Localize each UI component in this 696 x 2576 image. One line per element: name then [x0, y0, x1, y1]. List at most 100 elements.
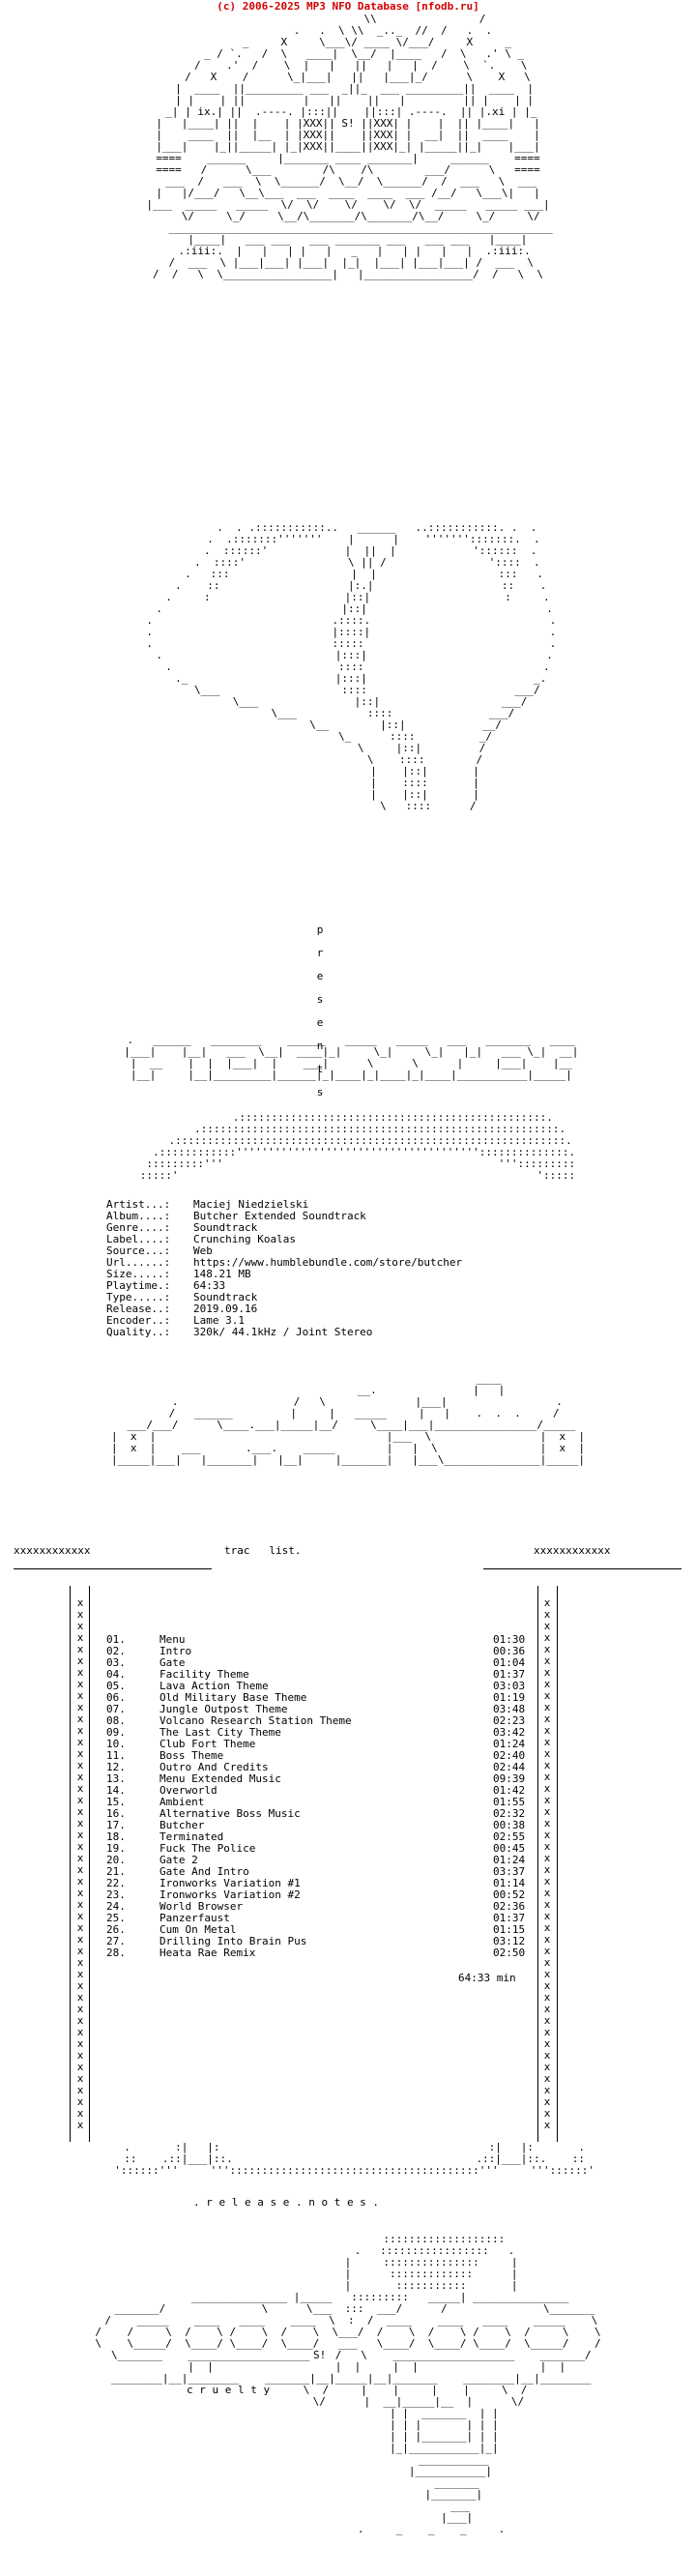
track-title: Lava Action Theme: [160, 1680, 269, 1692]
info-key: Encoder..:: [106, 1314, 171, 1327]
info-row: Playtime.:64:33: [106, 1280, 462, 1292]
track-number: 12.: [106, 1761, 126, 1773]
info-value: Soundtrack: [193, 1221, 258, 1234]
track-title: Old Military Base Theme: [160, 1691, 307, 1704]
track-time: 01:19: [493, 1691, 526, 1704]
track-row: 06. Old Military Base Theme 01:19: [106, 1692, 532, 1704]
frame-line: [483, 1568, 682, 1569]
info-row: Release..:2019.09.16: [106, 1303, 462, 1315]
info-row: Source...:Web: [106, 1245, 462, 1257]
info-value: Butcher Extended Soundtrack: [193, 1210, 366, 1222]
track-time: 02:55: [493, 1830, 526, 1843]
ascii-art-presents-banner: . ______ ________ ______ _____ _____ ___…: [124, 1035, 579, 1081]
track-number: 21.: [106, 1865, 126, 1878]
presents-letter: e: [316, 1016, 324, 1029]
track-number: 22.: [106, 1877, 126, 1889]
track-row: 21. Gate And Intro 03:37: [106, 1866, 532, 1878]
track-number: 13.: [106, 1772, 126, 1785]
info-row: Artist...: Maciej Niedzielski: [106, 1199, 462, 1211]
track-number: 02.: [106, 1645, 126, 1657]
track-title: Overworld: [160, 1784, 218, 1797]
track-time: 00:38: [493, 1819, 526, 1831]
tracklist-heading: trac list.: [224, 1544, 302, 1557]
frame-line: [537, 1586, 538, 2142]
track-time: 03:42: [493, 1726, 526, 1739]
info-row: Type.....:Soundtrack: [106, 1292, 462, 1303]
track-number: 14.: [106, 1784, 126, 1797]
track-time: 01:24: [493, 1738, 526, 1750]
track-title: Club Fort Theme: [160, 1738, 256, 1750]
track-row: 13. Menu Extended Music 09:39: [106, 1773, 532, 1785]
info-value: 320k/ 44.1kHz / Joint Stereo: [193, 1326, 373, 1338]
track-time: 02:36: [493, 1900, 526, 1913]
track-time: 01:37: [493, 1912, 526, 1924]
track-title: Fuck The Police: [160, 1842, 256, 1855]
info-key: Artist...:: [106, 1198, 171, 1211]
track-time: 00:45: [493, 1842, 526, 1855]
tracklist-xrow-left: xxxxxxxxxxxx: [14, 1544, 91, 1557]
info-row: Url......:https://www.humblebundle.com/s…: [106, 1257, 462, 1269]
presents-letter: s: [316, 1086, 324, 1098]
track-title: Jungle Outpost Theme: [160, 1703, 288, 1715]
track-time: 03:12: [493, 1935, 526, 1947]
track-time: 02:23: [493, 1714, 526, 1727]
ascii-art-spine: . . .:::::::::::.. ______ ..:::::::::::.…: [146, 522, 557, 812]
track-time: 01:24: [493, 1854, 526, 1866]
tracklist-xrow-right: xxxxxxxxxxxx: [534, 1544, 611, 1557]
track-title: Cum On Metal: [160, 1923, 237, 1936]
track-time: 01:30: [493, 1633, 526, 1646]
track-number: 06.: [106, 1691, 126, 1704]
presents-letter: p: [316, 923, 324, 936]
track-title: Gate And Intro: [160, 1865, 249, 1878]
track-title: Facility Theme: [160, 1668, 249, 1681]
track-time: 03:37: [493, 1865, 526, 1878]
frame-line: [89, 1586, 90, 2142]
track-time: 01:37: [493, 1668, 526, 1681]
info-row: Genre....:Soundtrack: [106, 1222, 462, 1234]
track-time: 01:04: [493, 1656, 526, 1669]
track-title: Intro: [160, 1645, 192, 1657]
ascii-art-bottom: ::::::::::::::::::: . ::::::::::::::::: …: [95, 2234, 601, 2535]
track-title: Menu Extended Music: [160, 1772, 281, 1785]
track-number: 24.: [106, 1900, 126, 1913]
track-number: 20.: [106, 1854, 126, 1866]
track-title: Ironworks Variation #2: [160, 1888, 301, 1901]
info-value: Crunching Koalas: [193, 1233, 296, 1245]
track-title: Terminated: [160, 1830, 224, 1843]
track-number: 09.: [106, 1726, 126, 1739]
info-value: Lame 3.1: [193, 1314, 245, 1327]
info-row: Album....:Butcher Extended Soundtrack: [106, 1211, 462, 1222]
track-number: 05.: [106, 1680, 126, 1692]
track-number: 16.: [106, 1807, 126, 1820]
presents-letter: t: [316, 1063, 324, 1075]
ascii-art-tracklist-header: ____ __. | | . / \ |___| . / ______ | | …: [110, 1373, 586, 1466]
track-time: 09:39: [493, 1772, 526, 1785]
total-playtime: 64:33 min: [458, 1972, 516, 1984]
info-row: Size.....:148.21 MB: [106, 1269, 462, 1280]
info-row: Quality..:320k/ 44.1kHz / Joint Stereo: [106, 1327, 462, 1338]
info-row: Encoder..: Lame 3.1: [106, 1315, 462, 1327]
info-value: Maciej Niedzielski: [193, 1198, 309, 1211]
track-time: 01:14: [493, 1877, 526, 1889]
info-key: Size.....:: [106, 1268, 171, 1280]
cruelty-label: c r u e l t y: [187, 2384, 271, 2396]
info-value: https://www.humblebundle.com/store/butch…: [193, 1256, 463, 1269]
track-number: 27.: [106, 1935, 126, 1947]
frame-line: [14, 1568, 212, 1569]
track-number: 10.: [106, 1738, 126, 1750]
track-title: Heata Rae Remix: [160, 1947, 256, 1959]
